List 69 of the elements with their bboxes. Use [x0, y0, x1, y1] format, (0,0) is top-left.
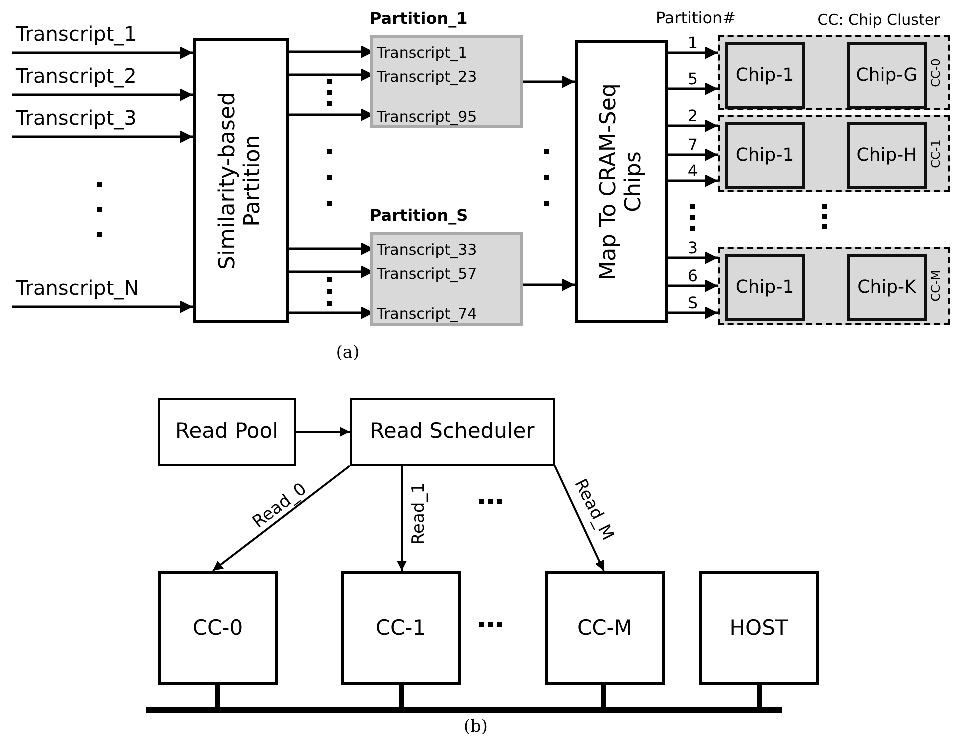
partition-heading: Partition_1	[370, 9, 468, 28]
chip-cluster-box	[718, 247, 950, 325]
transcript-label: Transcript_3	[12, 106, 182, 137]
bus-connector	[400, 685, 404, 707]
arrow	[12, 130, 193, 144]
arrow	[668, 120, 718, 132]
edge-label: 2	[688, 106, 698, 126]
transcript-label: Transcript_1	[12, 22, 182, 53]
arrow	[12, 88, 193, 102]
note-text: CC: Chip Cluster	[818, 11, 940, 29]
arrow	[554, 466, 605, 572]
arrow	[668, 46, 718, 60]
transcript-label: Transcript_1	[377, 41, 523, 65]
arrow	[12, 46, 193, 60]
transcript-label: Transcript_74	[377, 302, 523, 326]
arrow	[523, 76, 575, 88]
cluster-box: HOST	[699, 571, 819, 685]
arrow	[296, 427, 350, 437]
figure-caption: (b)	[464, 717, 488, 737]
figure-caption: (a)	[336, 343, 360, 363]
edge-label: Read_1	[409, 482, 429, 546]
box-label: Similarity-based Partition	[216, 90, 266, 272]
note-text: Partition#	[656, 8, 736, 28]
process-box: Read Pool	[158, 398, 296, 466]
arrow	[668, 306, 718, 320]
arrow	[668, 280, 718, 292]
edge-label: S	[688, 294, 698, 312]
cluster-label: CC-1	[930, 138, 944, 170]
edge-label: 4	[688, 162, 698, 180]
cluster-label: CC-M	[930, 269, 944, 304]
arrow	[668, 82, 718, 96]
arrow	[212, 465, 351, 572]
chip-box: Chip-G	[847, 42, 927, 109]
chip-box: Chip-K	[847, 254, 927, 321]
bus-bar	[146, 707, 782, 713]
process-box	[575, 40, 668, 323]
arrow	[523, 278, 575, 292]
transcript-label: Transcript_2	[12, 64, 182, 95]
transcript-label: Transcript_57	[377, 262, 523, 286]
process-box	[193, 38, 289, 323]
partition-heading: Partition_S	[370, 206, 468, 225]
arrow	[397, 466, 407, 571]
process-box: Read Scheduler	[350, 398, 555, 466]
transcript-label: Transcript_95	[377, 105, 523, 129]
chip-box: Chip-1	[725, 254, 805, 321]
chip-cluster-box	[718, 115, 950, 192]
bus-connector	[602, 685, 606, 707]
chip-box: Chip-1	[725, 122, 805, 189]
edge-label: 6	[688, 266, 698, 286]
cluster-box: CC-1	[341, 571, 461, 685]
transcript-label: Transcript_23	[377, 65, 523, 89]
arrow	[668, 252, 718, 264]
chip-cluster-box	[718, 35, 950, 110]
bus-connector	[758, 685, 762, 707]
cluster-box: CC-M	[545, 571, 665, 685]
cluster-box: CC-0	[158, 571, 278, 685]
cluster-label: CC-0	[930, 57, 944, 89]
edge-label: 7	[688, 136, 698, 154]
transcript-label: Transcript_N	[12, 276, 182, 307]
chip-box: Chip-1	[725, 42, 805, 109]
edge-label: 3	[688, 238, 698, 258]
edge-label: 1	[688, 34, 698, 52]
arrow	[668, 148, 718, 162]
bus-connector	[216, 685, 220, 707]
edge-label: 5	[688, 70, 698, 88]
arrow	[12, 300, 193, 314]
transcript-label: Transcript_33	[377, 238, 523, 262]
arrow	[668, 174, 718, 188]
chip-box: Chip-H	[847, 122, 927, 189]
